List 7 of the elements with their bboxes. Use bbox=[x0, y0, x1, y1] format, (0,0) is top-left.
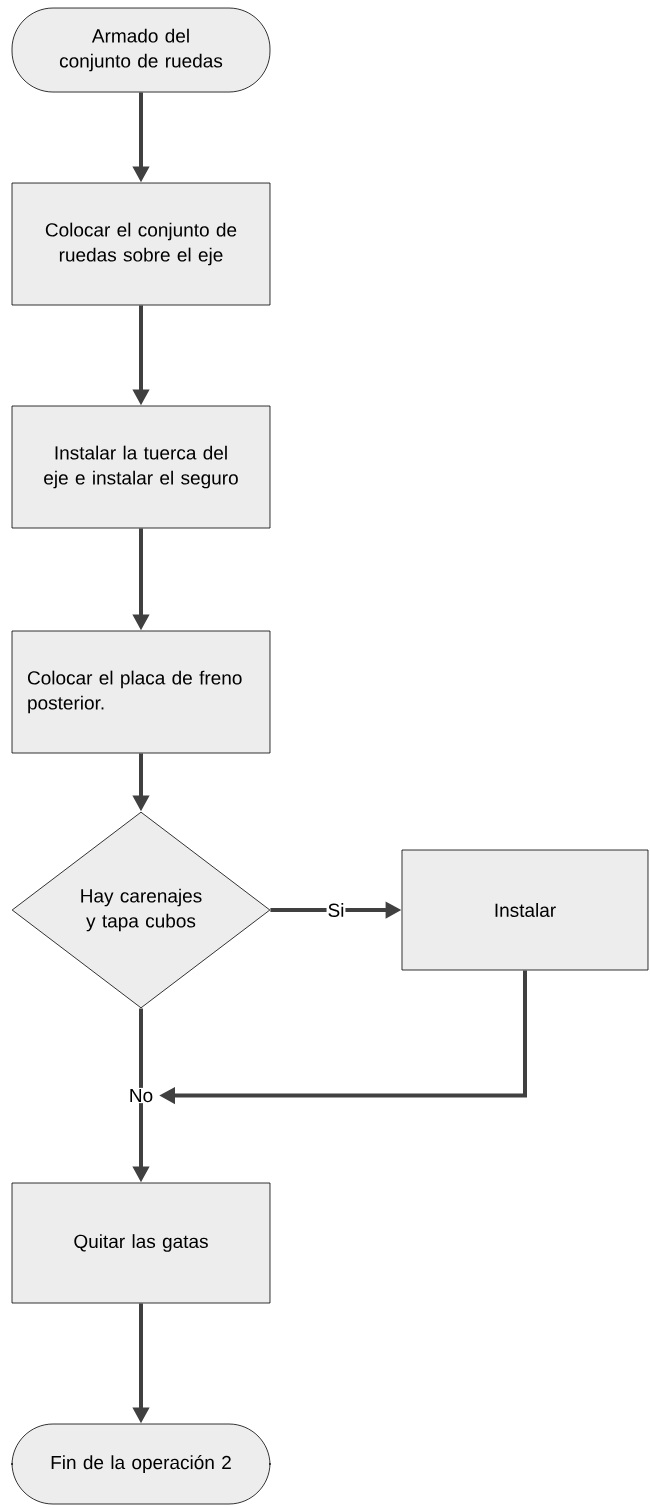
process-box: Colocar el placa de freno posterior. bbox=[11, 630, 271, 754]
edge-label: Si bbox=[326, 902, 346, 918]
process-box: Quitar las gatas bbox=[11, 1182, 271, 1304]
process-box: Instalar bbox=[401, 849, 649, 971]
edge-label: No bbox=[127, 1087, 155, 1104]
process-box: Instalar la tuerca del eje e instalar el seguro bbox=[11, 405, 271, 529]
process-box: Colocar el conjunto de ruedas sobre el eje bbox=[11, 182, 271, 306]
